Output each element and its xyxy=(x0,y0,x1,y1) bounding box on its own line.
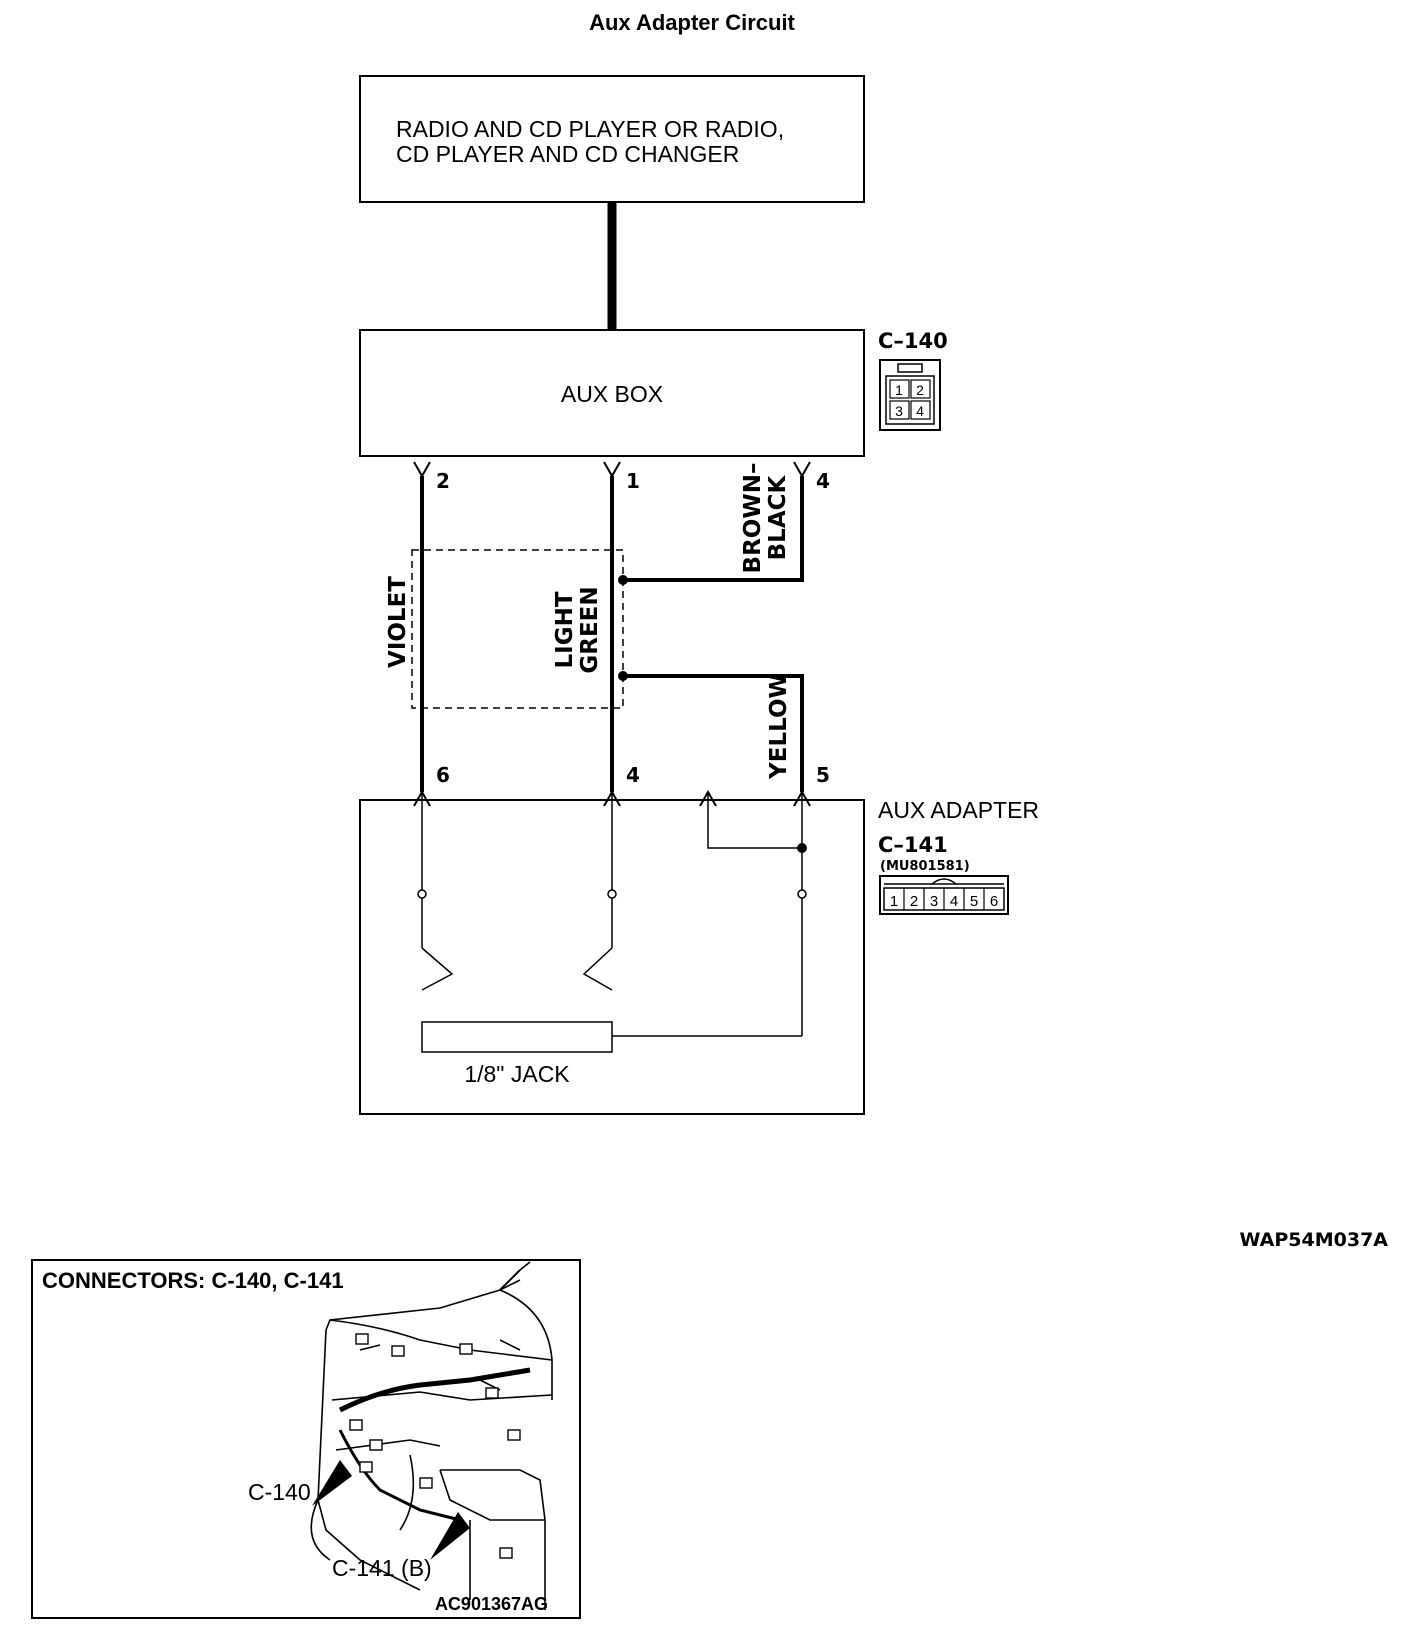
c141-pin-1: 1 xyxy=(890,893,898,910)
radio-box-label-line2: CD PLAYER AND CD CHANGER xyxy=(396,141,739,167)
light-green-contact xyxy=(607,889,617,899)
c140-pin-3: 3 xyxy=(895,403,903,419)
c140-connector-label: C–140 xyxy=(878,329,948,353)
harness-connectors xyxy=(349,1333,521,1559)
inset-callout-c141: C-141 (B) xyxy=(332,1555,432,1581)
c141-callout-arrow xyxy=(430,1512,470,1560)
c140-connector-icon xyxy=(879,359,941,431)
aux-box xyxy=(359,329,865,457)
yellow-pin-bottom: 5 xyxy=(816,763,830,787)
c140-callout-arrow xyxy=(312,1460,352,1506)
c140-pin-1: 1 xyxy=(895,382,903,398)
jack-label: 1/8" JACK xyxy=(464,1061,570,1087)
c140-pin-4: 4 xyxy=(916,403,924,419)
yellow-contact xyxy=(797,889,807,899)
yellow-wire-label: YELLOW xyxy=(766,673,792,780)
c141-connector-label: C–141 xyxy=(878,833,948,857)
c141-part-number: (MU801581) xyxy=(880,859,970,874)
light-green-label-line1: LIGHT xyxy=(552,591,578,668)
light-green-pin-top: 1 xyxy=(626,469,640,493)
c141-pin-6: 6 xyxy=(990,893,998,910)
yellow-internal-splice xyxy=(797,843,807,853)
radio-box-label-line1: RADIO AND CD PLAYER OR RADIO, xyxy=(396,116,784,142)
c141-pin-2: 2 xyxy=(910,893,918,910)
light-green-pin-bottom: 4 xyxy=(626,763,640,787)
diagram-title: Aux Adapter Circuit xyxy=(589,10,795,35)
c141-pin-4: 4 xyxy=(950,893,958,910)
brown-black-label-line1: BROWN– xyxy=(740,463,766,574)
main-harness-bundle xyxy=(338,1367,531,1413)
c141-pin-3: 3 xyxy=(930,893,938,910)
c140-pin-2: 2 xyxy=(916,382,924,398)
violet-contact xyxy=(417,889,427,899)
violet-pin-bottom: 6 xyxy=(436,763,450,787)
yellow-wire xyxy=(623,674,804,792)
c141-connector-icon xyxy=(879,875,1009,915)
inset-image-code: AC901367AG xyxy=(435,1594,548,1614)
connector-location-inset xyxy=(31,1259,581,1619)
aux-adapter-internal-wiring xyxy=(421,792,803,1037)
figure-code: WAP54M037A xyxy=(1240,1229,1389,1251)
brown-black-pin-top: 4 xyxy=(816,469,830,493)
aux-box-label: AUX BOX xyxy=(561,381,663,407)
c141-pin-5: 5 xyxy=(970,893,978,910)
brown-black-wire xyxy=(623,476,804,582)
inset-callout-c140: C-140 xyxy=(248,1479,311,1505)
violet-wire-label: VIOLET xyxy=(385,576,411,668)
inset-title: CONNECTORS: C-140, C-141 xyxy=(42,1268,344,1293)
eighth-inch-jack xyxy=(421,1021,613,1053)
shielded-cable-outline xyxy=(411,549,624,709)
light-green-label-line2: GREEN xyxy=(577,586,603,673)
brown-black-label-line2: BLACK xyxy=(765,474,791,560)
violet-pin-top: 2 xyxy=(436,469,450,493)
aux-adapter-label: AUX ADAPTER xyxy=(878,797,1039,823)
